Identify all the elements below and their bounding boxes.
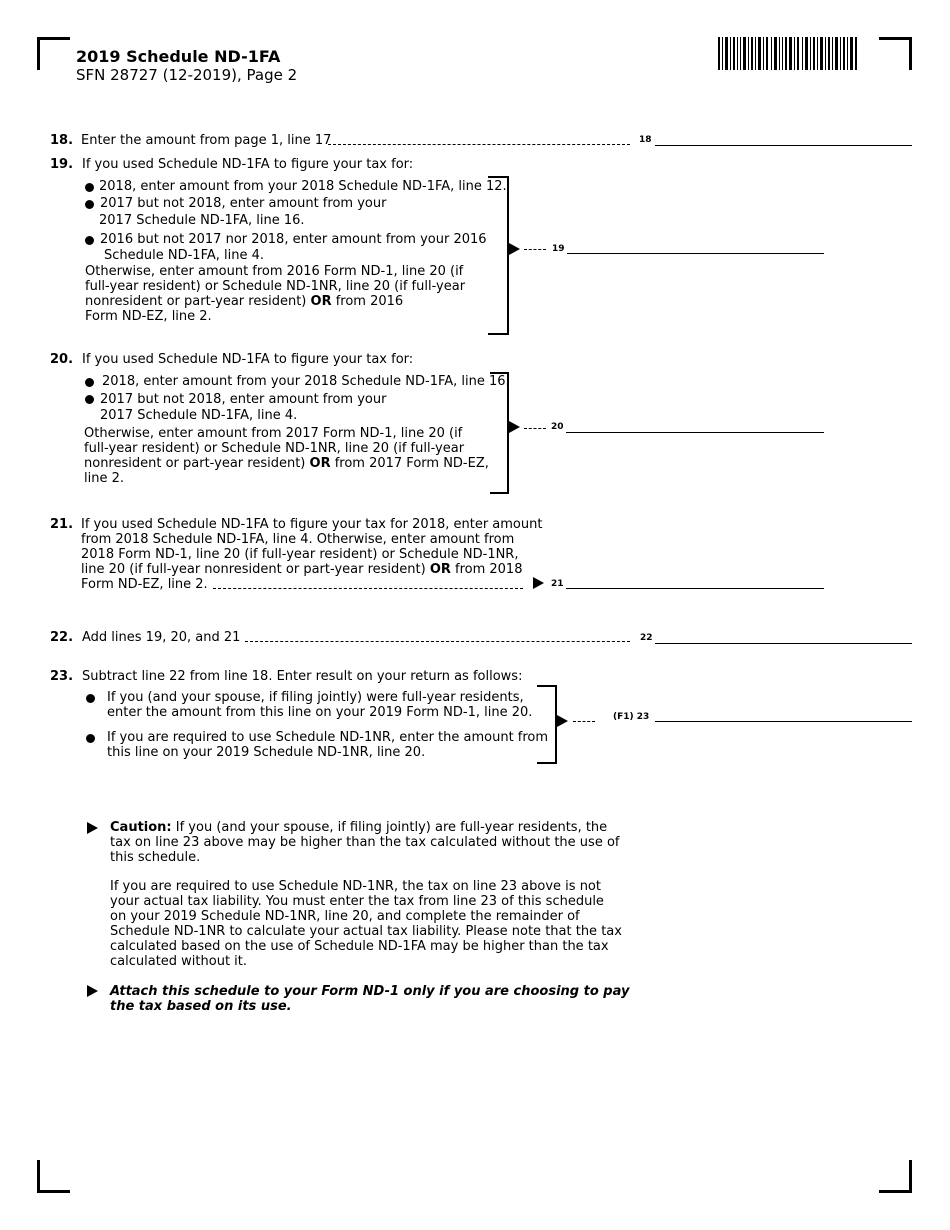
- bullet: [85, 236, 94, 245]
- registration-mark-top-left: [37, 37, 70, 70]
- or-emphasis: OR: [309, 456, 331, 471]
- leader-dots: [213, 588, 523, 589]
- form-title: 2019 Schedule ND-1FA: [76, 47, 281, 66]
- line-21-text-3: 2018 Form ND-1, line 20 (if full-year re…: [81, 547, 519, 562]
- line-18-number: 18.: [50, 133, 74, 148]
- line-19-otherwise-4: Form ND-EZ, line 2.: [85, 309, 212, 324]
- arrow-right-icon: [87, 822, 98, 834]
- arrow-right-icon: [509, 243, 520, 255]
- arrow-right-icon: [509, 421, 520, 433]
- line-19-bullet-1: 2018, enter amount from your 2018 Schedu…: [99, 179, 507, 194]
- line-20-bullet-2b: 2017 Schedule ND-1FA, line 4.: [100, 408, 298, 423]
- bracket: [537, 685, 557, 764]
- line-18-text: Enter the amount from page 1, line 17: [81, 133, 332, 148]
- line-21-box-label: 21: [551, 579, 564, 589]
- line-19-otherwise-1: Otherwise, enter amount from 2016 Form N…: [85, 264, 464, 279]
- caution-line-1: Caution: If you (and your spouse, if fil…: [110, 820, 607, 836]
- caution-para-2-line-3: on your 2019 Schedule ND-1NR, line 20, a…: [110, 909, 580, 924]
- caution-para-2-line-6: calculated without it.: [110, 954, 248, 969]
- line-20-entry-field[interactable]: [566, 432, 824, 433]
- caution-line-2: tax on line 23 above may be higher than …: [110, 835, 620, 850]
- line-20-box-label: 20: [551, 422, 564, 432]
- line-23-bullet-1a: If you (and your spouse, if filing joint…: [107, 690, 524, 705]
- attach-note-line-1: Attach this schedule to your Form ND-1 o…: [110, 984, 630, 999]
- line-19-entry-field[interactable]: [567, 253, 824, 254]
- line-19-number: 19.: [50, 157, 74, 172]
- bracket: [490, 372, 509, 494]
- line-19-bullet-2b: 2017 Schedule ND-1FA, line 16.: [99, 213, 305, 228]
- line-20-number: 20.: [50, 352, 74, 367]
- text-run: nonresident or part-year resident): [85, 294, 311, 309]
- registration-mark-bottom-right: [879, 1160, 912, 1193]
- attach-note-line-2: the tax based on its use.: [110, 999, 292, 1014]
- arrow-right-icon: [557, 715, 568, 727]
- line-21-text-2: from 2018 Schedule ND-1FA, line 4. Other…: [81, 532, 515, 547]
- arrow-right-icon: [533, 577, 544, 589]
- line-19-box-label: 19: [552, 244, 565, 254]
- caution-para-2-line-5: calculated based on the use of Schedule …: [110, 939, 609, 954]
- caution-para-2-line-2: your actual tax liability. You must ente…: [110, 894, 604, 909]
- line-20-bullet-2a: 2017 but not 2018, enter amount from you…: [100, 392, 387, 407]
- line-20-otherwise-2: full-year resident) or Schedule ND-1NR, …: [84, 441, 465, 456]
- barcode: [718, 37, 857, 70]
- line-22-box-label: 22: [640, 633, 653, 643]
- caution-para-2-line-4: Schedule ND-1NR to calculate your actual…: [110, 924, 622, 939]
- bracket: [488, 176, 509, 335]
- line-19-bullet-3a: 2016 but not 2017 nor 2018, enter amount…: [100, 232, 487, 247]
- line-23-number: 23.: [50, 669, 74, 684]
- line-18-box-label: 18: [639, 135, 652, 145]
- line-23-box-label: (F1) 23: [613, 712, 650, 722]
- or-emphasis: OR: [429, 562, 451, 577]
- line-21-text-4: line 20 (if full-year nonresident or par…: [81, 562, 522, 578]
- text-run: nonresident or part-year resident): [84, 456, 310, 471]
- bullet: [85, 200, 94, 209]
- line-22-text: Add lines 19, 20, and 21: [82, 630, 241, 645]
- leader-dots: [328, 144, 630, 145]
- line-20-bullet-1: 2018, enter amount from your 2018 Schedu…: [102, 374, 510, 389]
- line-21-entry-field[interactable]: [566, 588, 824, 589]
- line-20-otherwise-3: nonresident or part-year resident) OR fr…: [84, 456, 489, 472]
- line-19-bullet-3b: Schedule ND-1FA, line 4.: [104, 248, 265, 263]
- leader-dots: [245, 641, 630, 642]
- text-run: from 2016: [331, 294, 404, 309]
- bullet: [85, 395, 94, 404]
- bullet: [85, 378, 94, 387]
- line-21-text-1: If you used Schedule ND-1FA to figure yo…: [81, 517, 543, 532]
- line-23-entry-field[interactable]: [655, 721, 912, 722]
- registration-mark-bottom-left: [37, 1160, 70, 1193]
- line-19-otherwise-2: full-year resident) or Schedule ND-1NR, …: [85, 279, 466, 294]
- caution-para-2-line-1: If you are required to use Schedule ND-1…: [110, 879, 601, 894]
- line-18-entry-field[interactable]: [655, 145, 912, 146]
- bullet: [86, 694, 95, 703]
- line-21-text-5: Form ND-EZ, line 2.: [81, 577, 208, 592]
- caution-label: Caution:: [110, 820, 172, 835]
- registration-mark-top-right: [879, 37, 912, 70]
- line-22-entry-field[interactable]: [655, 643, 912, 644]
- caution-line-3: this schedule.: [110, 850, 201, 865]
- line-19-intro: If you used Schedule ND-1FA to figure yo…: [82, 157, 414, 172]
- text-run: If you (and your spouse, if filing joint…: [171, 820, 608, 835]
- leader-dots: [524, 428, 546, 429]
- line-20-otherwise-1: Otherwise, enter amount from 2017 Form N…: [84, 426, 463, 441]
- leader-dots: [573, 721, 595, 722]
- bullet: [86, 734, 95, 743]
- line-21-number: 21.: [50, 517, 74, 532]
- line-20-otherwise-4: line 2.: [84, 471, 124, 486]
- line-23-bullet-1b: enter the amount from this line on your …: [107, 705, 533, 720]
- leader-dots: [524, 249, 546, 250]
- line-19-otherwise-3: nonresident or part-year resident) OR fr…: [85, 294, 403, 310]
- line-23-bullet-2b: this line on your 2019 Schedule ND-1NR, …: [107, 745, 426, 760]
- line-22-number: 22.: [50, 630, 74, 645]
- line-20-intro: If you used Schedule ND-1FA to figure yo…: [82, 352, 414, 367]
- bullet: [85, 183, 94, 192]
- line-19-bullet-2a: 2017 but not 2018, enter amount from you…: [100, 196, 387, 211]
- text-run: from 2017 Form ND-EZ,: [330, 456, 489, 471]
- form-subtitle: SFN 28727 (12-2019), Page 2: [76, 66, 298, 84]
- text-run: from 2018: [450, 562, 523, 577]
- line-23-bullet-2a: If you are required to use Schedule ND-1…: [107, 730, 549, 745]
- line-23-intro: Subtract line 22 from line 18. Enter res…: [82, 669, 523, 684]
- text-run: line 20 (if full-year nonresident or par…: [81, 562, 430, 577]
- arrow-right-icon: [87, 985, 98, 997]
- or-emphasis: OR: [310, 294, 332, 309]
